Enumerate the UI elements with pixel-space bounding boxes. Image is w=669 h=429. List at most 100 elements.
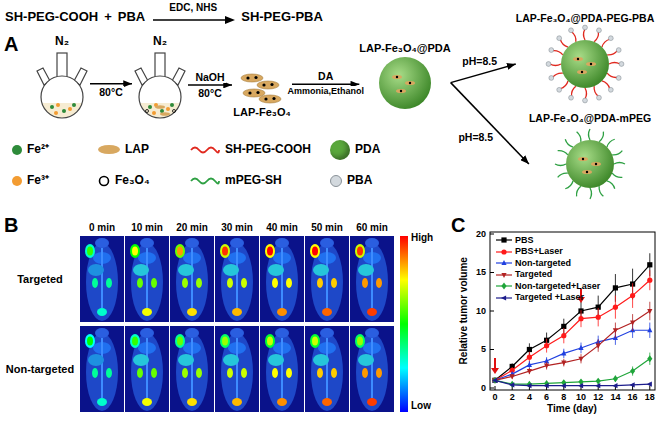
- edge-label: NaOH: [194, 71, 225, 83]
- nanoparticle: LAP-Fe₃O₄@PDA: [359, 42, 450, 111]
- mouse-head: [185, 328, 199, 338]
- tumor: [312, 247, 318, 256]
- kidney: [92, 278, 98, 288]
- mri-slice: [260, 236, 304, 322]
- pba-end: [569, 28, 574, 33]
- mouse-body: [131, 333, 163, 411]
- shape-graphic: [545, 24, 625, 104]
- shape-holder: [132, 49, 188, 119]
- lap-disc: [573, 57, 583, 61]
- legend-item: PDA: [330, 140, 380, 160]
- time-label: 10 min: [131, 222, 163, 234]
- line-chart: [490, 232, 655, 390]
- tumor: [222, 247, 228, 256]
- bladder: [187, 308, 197, 316]
- fe3o4-dot: [264, 97, 267, 100]
- mouse-head: [230, 328, 244, 338]
- legend-swatch: [496, 259, 512, 267]
- polymer-chain: [555, 164, 566, 166]
- legend-label: Targeted +Laser: [515, 292, 584, 302]
- x-tick-label: 14: [610, 392, 620, 402]
- mri-slice: [125, 236, 169, 322]
- data-marker: [527, 347, 532, 352]
- pba-end: [583, 25, 588, 30]
- spine: [191, 338, 193, 398]
- data-marker: [647, 309, 652, 314]
- mouse-body: [356, 243, 388, 321]
- polymer-chain: [558, 151, 568, 155]
- mouse-body: [131, 243, 163, 321]
- ion-dot: [62, 109, 66, 113]
- mri-slice: [215, 326, 259, 412]
- fe3o4-dot: [262, 83, 265, 86]
- data-marker: [561, 350, 566, 355]
- spine: [236, 248, 238, 308]
- legend-item: Targeted +Laser: [496, 292, 584, 302]
- data-marker: [510, 374, 515, 379]
- polymer-chain: [602, 81, 610, 89]
- liver: [268, 264, 284, 276]
- kidney: [106, 368, 112, 378]
- lap-disc: [591, 162, 601, 166]
- mri-background: [260, 236, 304, 322]
- data-marker: [561, 333, 566, 338]
- fe3o4-dot: [270, 83, 273, 86]
- row-label: Non-targeted: [6, 363, 74, 376]
- shape-graphic: [34, 49, 90, 119]
- data-marker: [630, 382, 635, 387]
- reaction-arrow: [292, 84, 359, 86]
- pba-end: [549, 76, 554, 81]
- mri-background: [260, 326, 304, 412]
- spine: [326, 248, 328, 308]
- arrow-head: [225, 16, 235, 24]
- spine: [281, 248, 283, 308]
- chemical-name: SH-PEG-COOH: [5, 10, 98, 25]
- bladder: [232, 398, 242, 406]
- kidney: [376, 278, 382, 288]
- nanoparticle: LAP-Fe₃O₄@PDA-PEG-PBA: [516, 12, 655, 104]
- flask-body: [139, 76, 181, 118]
- y-tick-label: 0: [481, 383, 486, 393]
- mouse-head: [320, 328, 334, 338]
- data-marker: [647, 262, 652, 267]
- mri-slice: [170, 326, 214, 412]
- tumor-halo: [265, 244, 275, 258]
- nanoparticle: LAP-Fe₃O₄@PDA-mPEG: [529, 112, 651, 204]
- polymer-chain: [599, 186, 603, 196]
- kidney: [272, 278, 278, 288]
- tumor-halo: [85, 244, 95, 258]
- liver: [358, 264, 374, 276]
- mouse-body: [86, 333, 118, 411]
- legend-item: Targeted: [496, 269, 552, 279]
- ion-dot: [72, 103, 76, 107]
- tumor-halo: [220, 334, 230, 348]
- data-marker: [501, 260, 506, 265]
- pba-end: [583, 98, 588, 103]
- bladder: [367, 398, 377, 406]
- y-tick-label: 20: [476, 229, 486, 239]
- legend-item: PBS+Laser: [496, 246, 563, 256]
- data-marker: [647, 327, 652, 332]
- flask-neck: [155, 53, 165, 79]
- colorbar-label: Low: [411, 400, 431, 412]
- legend-item: Non-targeted: [496, 258, 571, 268]
- kidney: [286, 368, 292, 378]
- tumor: [87, 337, 93, 346]
- ion-dot: [54, 111, 58, 115]
- kidney: [137, 368, 143, 378]
- polymer-chain: [572, 32, 576, 42]
- kidney: [151, 278, 157, 288]
- lap-disc: [160, 112, 170, 116]
- tumor-halo: [130, 334, 140, 348]
- shape-graphic: [377, 55, 433, 111]
- legend-label: LAP: [125, 143, 149, 157]
- treatment-arrowhead: [491, 368, 499, 374]
- node-label: N₂: [55, 35, 69, 49]
- flask-neck: [57, 53, 67, 79]
- chemical-name: SH-PEG-PBA: [241, 10, 323, 25]
- tumor: [87, 247, 93, 256]
- spine: [281, 338, 283, 398]
- mri-slice: [350, 236, 394, 322]
- spine: [146, 338, 148, 398]
